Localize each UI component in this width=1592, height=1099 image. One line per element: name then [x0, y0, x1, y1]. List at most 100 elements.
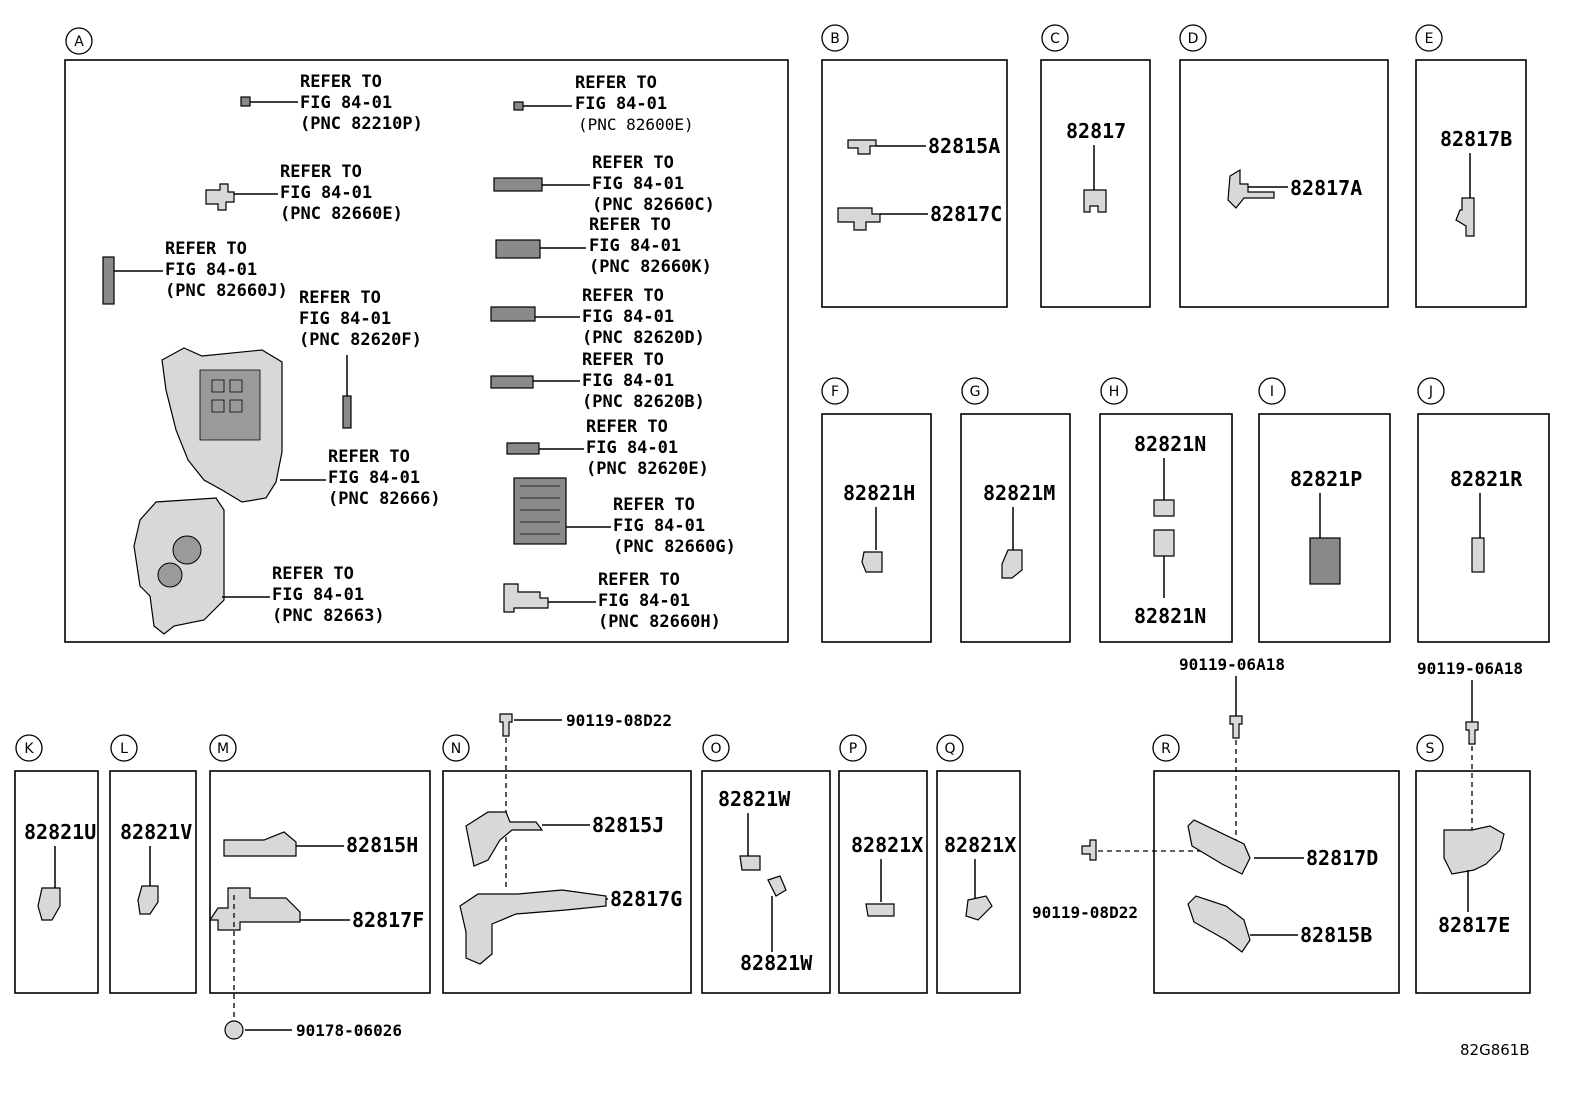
svg-text:82821U: 82821U — [24, 820, 96, 844]
refer-callout-82620e: REFER TO FIG 84-01 (PNC 82620E) — [506, 417, 709, 479]
connector-block-icon — [495, 239, 541, 259]
refer-callout-82660j: REFER TO FIG 84-01 (PNC 82660J) — [102, 239, 288, 305]
svg-text:82821P: 82821P — [1290, 467, 1362, 491]
protector-icon — [459, 889, 607, 965]
svg-text:(PNC 82660E): (PNC 82660E) — [280, 204, 403, 224]
section-label-q: Q — [936, 734, 964, 762]
connector-block-icon — [490, 375, 534, 389]
svg-text:FIG 84-01: FIG 84-01 — [592, 174, 684, 194]
svg-text:82817D: 82817D — [1306, 846, 1378, 870]
relay-icon — [240, 96, 251, 107]
svg-text:REFER TO: REFER TO — [589, 215, 671, 235]
svg-text:82817G: 82817G — [610, 887, 682, 911]
section-box-k — [14, 770, 99, 994]
junction-block-icon — [133, 497, 225, 635]
section-g-contents: 82821M — [983, 481, 1055, 579]
section-q-contents: 82821X — [944, 833, 1016, 921]
protector-icon — [1187, 895, 1251, 953]
section-label-g: G — [961, 377, 989, 405]
clamp-icon — [847, 139, 877, 155]
svg-text:82815B: 82815B — [1300, 923, 1372, 947]
svg-text:(PNC 82660K): (PNC 82660K) — [589, 257, 712, 277]
refer-callout-82210p: REFER TO FIG 84-01 (PNC 82210P) — [240, 72, 423, 134]
section-label-i: I — [1258, 377, 1286, 405]
protector-icon — [465, 811, 544, 867]
svg-text:(PNC 82210P): (PNC 82210P) — [300, 114, 423, 134]
svg-text:REFER TO: REFER TO — [328, 447, 410, 467]
connector-bracket-icon — [503, 583, 549, 613]
section-box-g — [960, 413, 1071, 643]
section-p-contents: 82821X — [851, 833, 923, 917]
svg-text:(PNC 82620E): (PNC 82620E) — [586, 459, 709, 479]
protector-icon — [208, 887, 301, 931]
svg-text:D: D — [1188, 31, 1199, 47]
svg-text:82815H: 82815H — [346, 833, 418, 857]
section-box-f — [821, 413, 932, 643]
svg-text:REFER TO: REFER TO — [575, 73, 657, 93]
refer-callout-82660h: REFER TO FIG 84-01 (PNC 82660H) — [503, 570, 721, 632]
section-box-l — [109, 770, 197, 994]
svg-text:REFER TO: REFER TO — [582, 350, 664, 370]
section-label-b: B — [821, 24, 849, 52]
svg-text:(PNC 82660H): (PNC 82660H) — [598, 612, 721, 632]
section-box-h — [1099, 413, 1233, 643]
svg-text:FIG 84-01: FIG 84-01 — [586, 438, 678, 458]
svg-text:82821X: 82821X — [851, 833, 923, 857]
section-label-c: C — [1041, 24, 1069, 52]
svg-text:82817: 82817 — [1066, 119, 1126, 143]
svg-text:82817A: 82817A — [1290, 176, 1362, 200]
svg-text:REFER TO: REFER TO — [165, 239, 247, 259]
clamp-icon — [1083, 189, 1107, 213]
section-box-j — [1417, 413, 1550, 643]
svg-text:FIG 84-01: FIG 84-01 — [582, 371, 674, 391]
clamp-icon — [837, 207, 881, 231]
figure-code: 82G861B — [1460, 1041, 1530, 1059]
svg-text:REFER TO: REFER TO — [613, 495, 695, 515]
section-box-e — [1415, 59, 1527, 308]
bolt-icon — [1229, 715, 1243, 739]
svg-text:H: H — [1109, 384, 1120, 400]
svg-text:REFER TO: REFER TO — [592, 153, 674, 173]
svg-text:P: P — [849, 741, 857, 757]
section-label-r: R — [1152, 734, 1180, 762]
bolt-icon — [1081, 839, 1097, 861]
svg-text:FIG 84-01: FIG 84-01 — [328, 468, 420, 488]
svg-text:B: B — [830, 31, 840, 47]
section-label-k: K — [15, 734, 43, 762]
svg-text:FIG 84-01: FIG 84-01 — [272, 585, 364, 605]
section-label-s: S — [1416, 734, 1444, 762]
section-c-contents: 82817 — [1066, 119, 1126, 213]
section-s-contents: 90119-06A18 82817E — [1417, 659, 1523, 937]
protector-icon — [223, 831, 297, 857]
section-r-contents: 90119-06A18 90119-08D22 82817D 82815B — [1032, 655, 1378, 953]
section-b-contents: 82815A 82817C — [837, 134, 1002, 231]
svg-text:82821W: 82821W — [718, 787, 791, 811]
svg-text:(PNC 82620D): (PNC 82620D) — [582, 328, 705, 348]
svg-text:FIG 84-01: FIG 84-01 — [589, 236, 681, 256]
svg-text:FIG 84-01: FIG 84-01 — [280, 183, 372, 203]
section-label-m: M — [209, 734, 237, 762]
svg-text:82821H: 82821H — [843, 481, 915, 505]
svg-text:82821W: 82821W — [740, 951, 813, 975]
relay-bracket-icon — [205, 183, 235, 211]
section-box-a — [64, 59, 789, 643]
svg-text:J: J — [1428, 384, 1433, 400]
refer-callout-82620b: REFER TO FIG 84-01 (PNC 82620B) — [490, 350, 705, 412]
svg-text:(PNC 82666): (PNC 82666) — [328, 489, 441, 509]
svg-text:REFER TO: REFER TO — [300, 72, 382, 92]
svg-text:FIG 84-01: FIG 84-01 — [300, 93, 392, 113]
refer-callout-82660e: REFER TO FIG 84-01 (PNC 82660E) — [205, 162, 403, 224]
section-o-contents: 82821W 82821W — [718, 787, 813, 975]
svg-text:REFER TO: REFER TO — [299, 288, 381, 308]
section-label-e: E — [1415, 24, 1443, 52]
section-h-contents: 82821N 82821N — [1134, 432, 1206, 628]
section-box-o — [701, 770, 831, 994]
svg-text:90119-06A18: 90119-06A18 — [1179, 655, 1285, 674]
section-k-contents: 82821U — [24, 820, 96, 921]
clip-icon — [37, 887, 61, 921]
svg-text:82821R: 82821R — [1450, 467, 1523, 491]
section-label-n: N — [442, 734, 470, 762]
svg-text:K: K — [24, 741, 34, 757]
clip-fastener-icon — [224, 1020, 244, 1040]
svg-text:I: I — [1270, 384, 1274, 400]
